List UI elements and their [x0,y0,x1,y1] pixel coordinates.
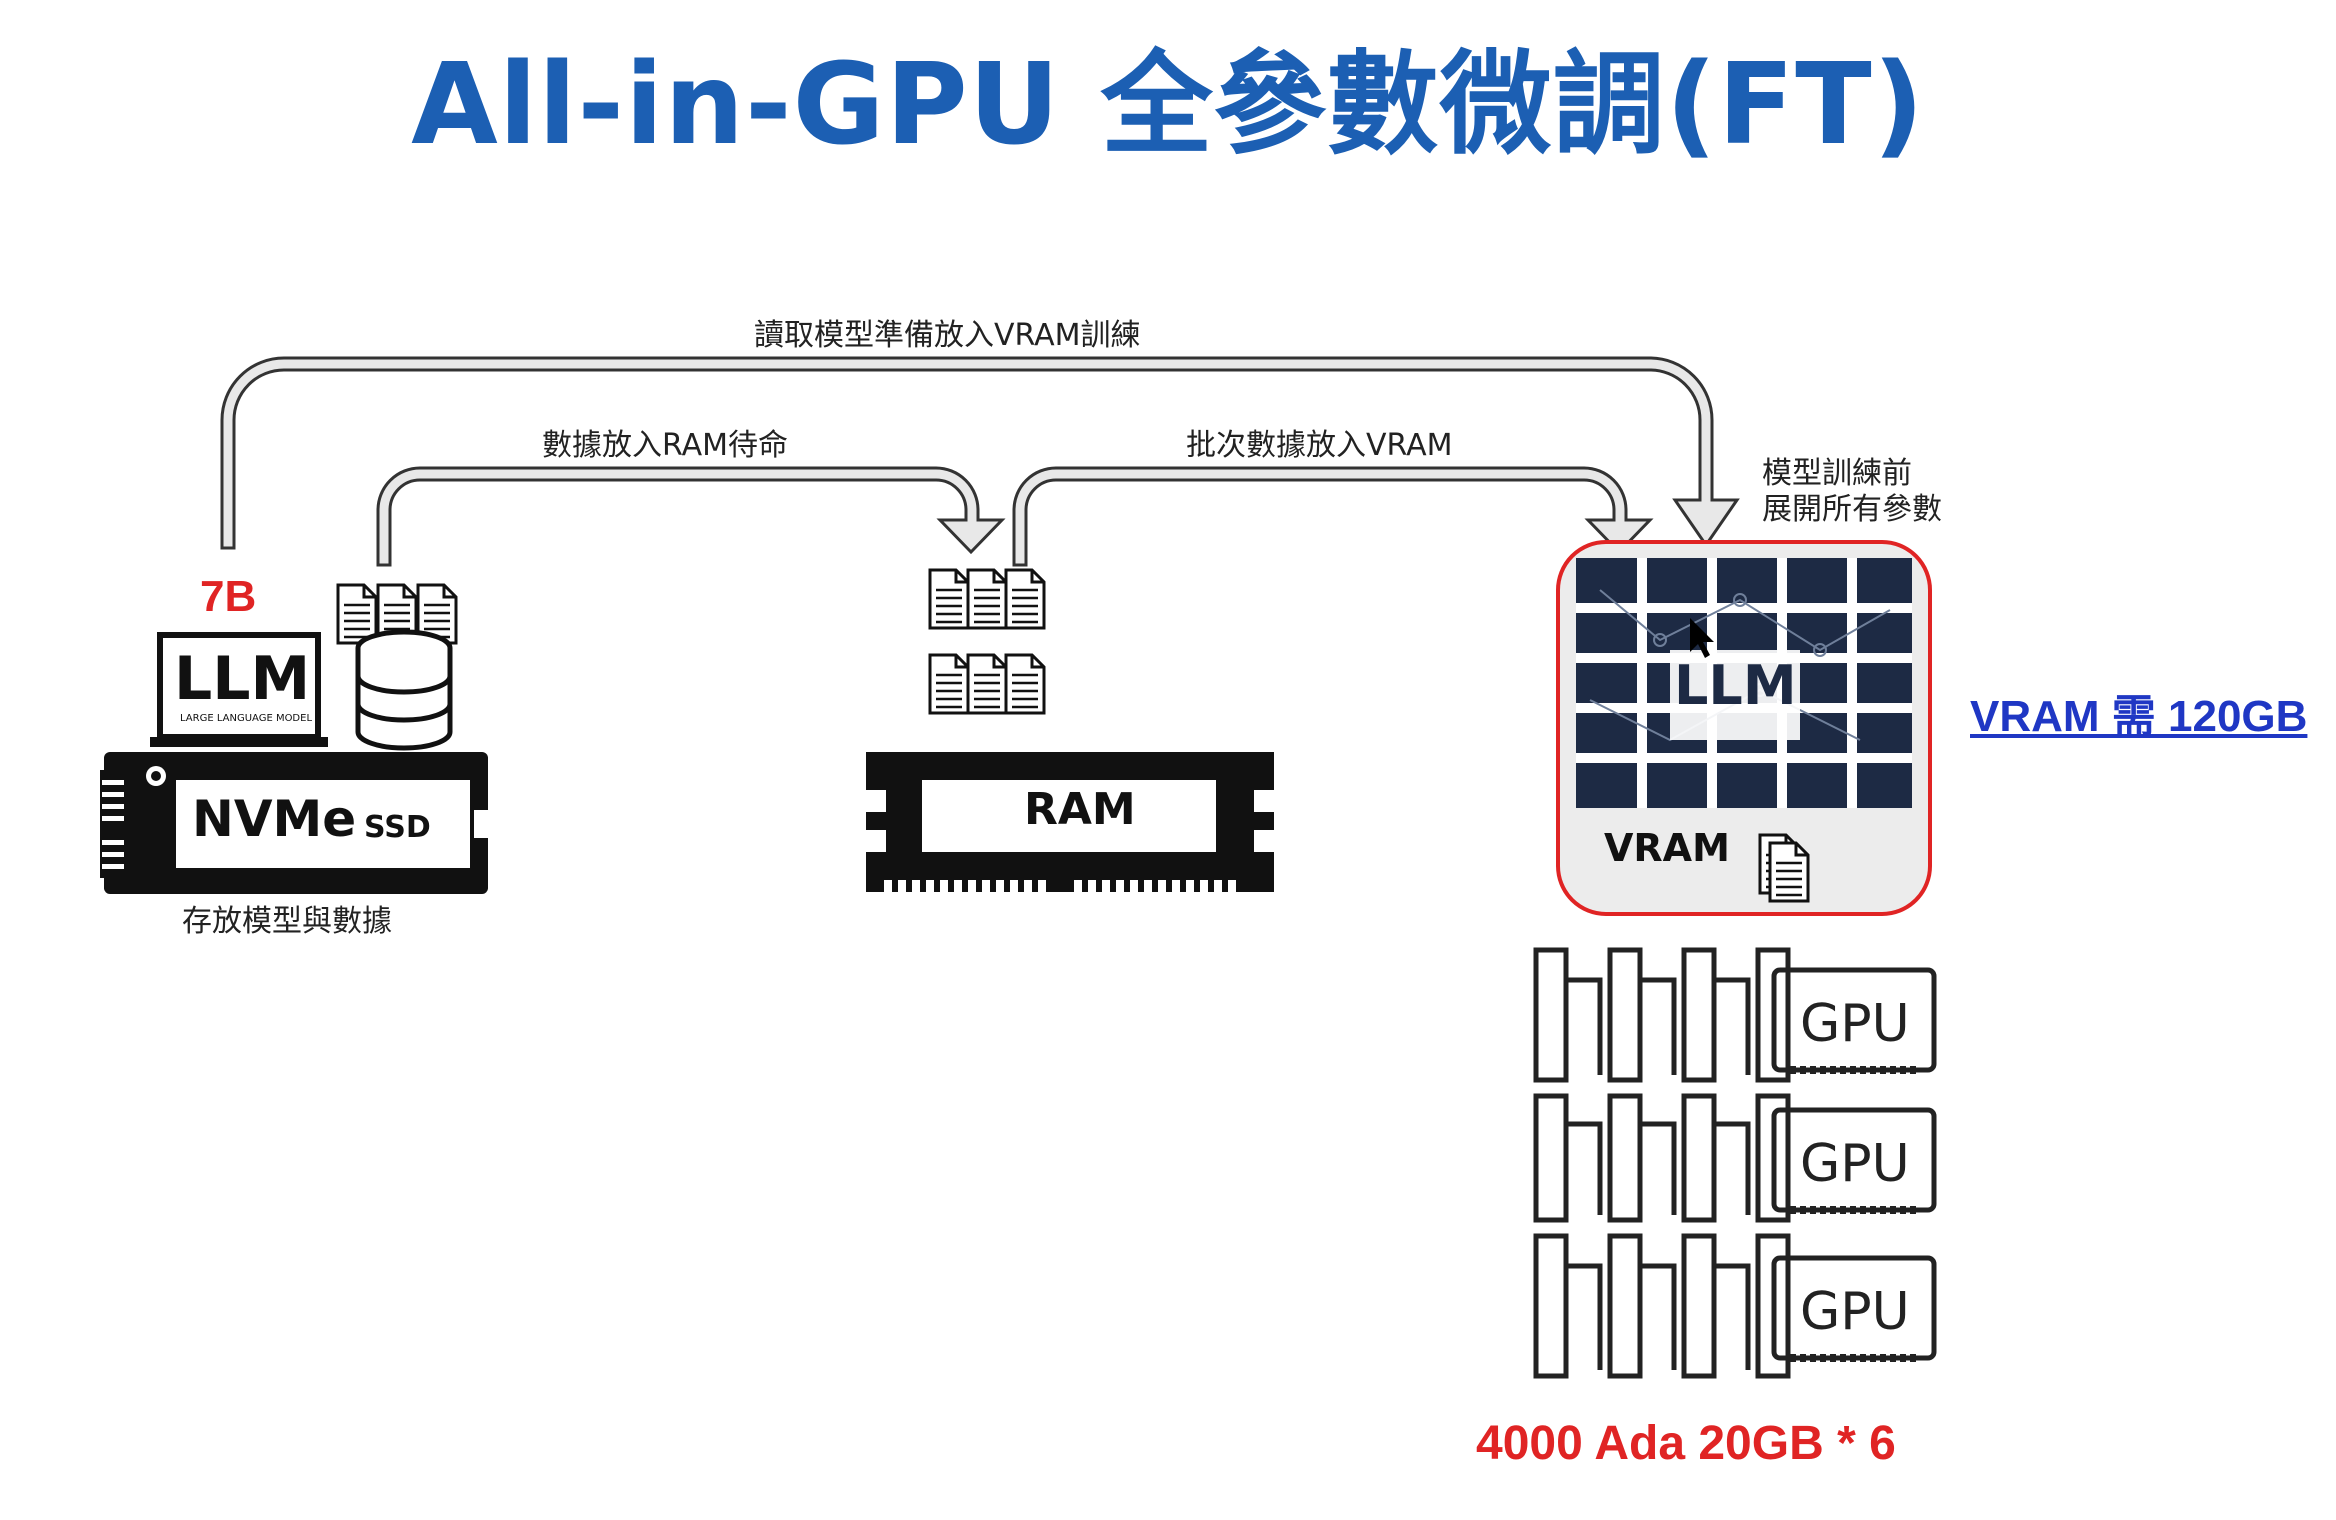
gpu-stack [1533,947,1937,1379]
flow-label-load-model: 讀取模型準備放入VRAM訓練 [754,318,1141,353]
gpu-row-3 [1533,1233,1937,1379]
arrow-data-to-ram [376,466,1006,567]
gpu-spec-label: 4000 Ada 20GB * 6 [1476,1417,1896,1470]
ssd-label: SSD [364,810,431,845]
database-icon [355,629,453,751]
vram-requirement-label: VRAM 需 120GB [1970,692,2308,741]
vram-label: VRAM [1604,826,1730,870]
ssd-caption: 存放模型與數據 [182,904,392,939]
llm-badge-text: LLM [174,644,311,714]
vram-llm-text: LLM [1674,654,1797,717]
vram-note-line2: 展開所有參數 [1762,492,1942,527]
gpu-label-2: GPU [1800,1134,1910,1194]
ram-stick-icon [860,752,1280,902]
flow-label-data-to-ram: 數據放入RAM待命 [542,428,789,463]
nvme-label: NVMe [192,790,357,848]
flow-label-batch-to-vram: 批次數據放入VRAM [1186,428,1453,463]
gpu-label-3: GPU [1800,1282,1910,1342]
page-title: All-in-GPU 全參數微調(FT) [411,40,1925,170]
vram-box [1556,540,1932,916]
llm-badge-icon [150,632,328,747]
ram-document-stack-icon [928,568,1046,715]
llm-badge-subtext: LARGE LANGUAGE MODEL [180,713,313,724]
arrow-load-model [220,356,1740,550]
vram-note-line1: 模型訓練前 [1762,456,1912,491]
ram-label: RAM [1024,784,1136,835]
model-size-label: 7B [200,572,257,621]
gpu-row-2 [1533,1093,1937,1223]
arrow-batch-to-vram [1012,466,1654,567]
gpu-label-1: GPU [1800,994,1910,1054]
nvme-ssd-icon [100,752,490,894]
gpu-row-1 [1533,947,1937,1083]
